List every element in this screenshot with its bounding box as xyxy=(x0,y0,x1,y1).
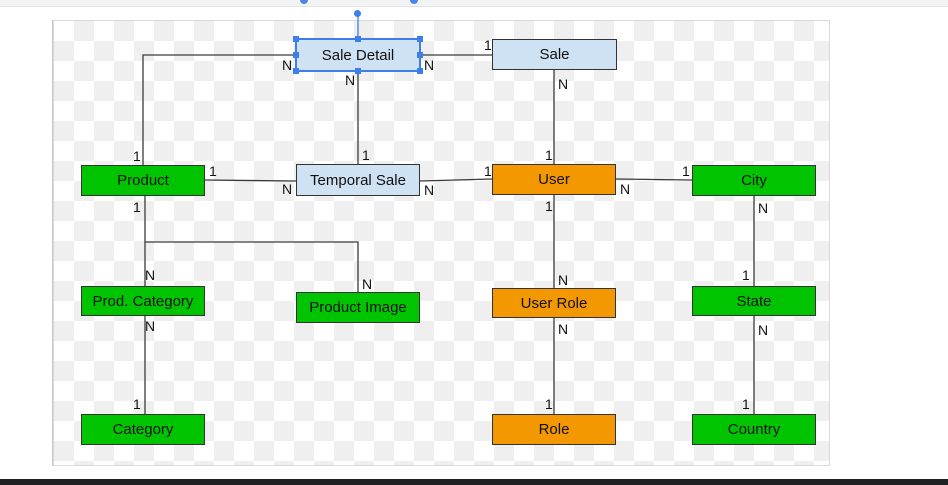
cardinality-label: N xyxy=(558,76,569,92)
entity-product-image[interactable]: Product Image xyxy=(296,292,420,323)
cardinality-label: N xyxy=(345,72,356,88)
entity-label: User Role xyxy=(520,294,588,312)
cardinality-label: N xyxy=(620,181,631,197)
resize-handle-se[interactable] xyxy=(417,68,423,74)
cardinality-label: N xyxy=(558,321,569,337)
vertical-ruler-edge xyxy=(52,20,53,466)
entity-label: Country xyxy=(727,421,781,438)
entity-label: Temporal Sale xyxy=(310,171,406,189)
cardinality-label: 1 xyxy=(133,148,141,164)
cardinality-label: N xyxy=(424,57,435,73)
cardinality-label: 1 xyxy=(484,163,492,179)
line-product-saledetail xyxy=(142,54,296,165)
entity-label: Product Image xyxy=(309,299,407,316)
drawing-canvas[interactable] xyxy=(53,20,830,466)
ruler-marker-icon[interactable] xyxy=(410,0,418,4)
entity-sale[interactable]: Sale xyxy=(492,39,617,70)
resize-handle-e[interactable] xyxy=(417,52,423,58)
entity-product[interactable]: Product xyxy=(81,165,205,196)
cardinality-label: N xyxy=(145,267,156,283)
cardinality-label: 1 xyxy=(545,396,553,412)
resize-handle-w[interactable] xyxy=(293,52,299,58)
cardinality-label: N xyxy=(145,318,156,334)
entity-state[interactable]: State xyxy=(692,286,816,316)
cardinality-label: N xyxy=(558,272,569,288)
entity-label: State xyxy=(736,292,772,310)
entity-label: Role xyxy=(538,421,570,438)
entity-label: City xyxy=(741,172,767,189)
line-product-productimage xyxy=(145,241,359,292)
entity-label: Category xyxy=(112,421,174,438)
bottom-taskbar-strip xyxy=(0,479,948,485)
cardinality-label: 1 xyxy=(209,163,217,179)
resize-handle-ne[interactable] xyxy=(417,36,423,42)
entity-label: Sale xyxy=(539,46,570,63)
resize-handle-n[interactable] xyxy=(355,36,361,42)
entity-country[interactable]: Country xyxy=(692,414,816,445)
cardinality-label: 1 xyxy=(133,199,141,215)
entity-user-role[interactable]: User Role xyxy=(492,288,616,318)
cardinality-label: N xyxy=(758,200,769,216)
cardinality-label: 1 xyxy=(484,37,492,53)
cardinality-label: 1 xyxy=(545,147,553,163)
entity-temporal-sale[interactable]: Temporal Sale xyxy=(296,164,420,196)
line-temporalsale-user xyxy=(419,178,493,182)
cardinality-label: 1 xyxy=(362,147,370,163)
cardinality-label: N xyxy=(362,276,373,292)
cardinality-label: N xyxy=(424,182,435,198)
cardinality-label: N xyxy=(282,181,293,197)
entity-role[interactable]: Role xyxy=(492,414,616,445)
line-product-temporalsale xyxy=(204,179,297,182)
entity-label: Prod. Category xyxy=(92,292,194,310)
resize-handle-nw[interactable] xyxy=(293,36,299,42)
entity-label: User xyxy=(538,171,570,188)
entity-city[interactable]: City xyxy=(692,165,816,196)
cardinality-label: 1 xyxy=(742,267,750,283)
top-toolbar-strip xyxy=(0,0,948,7)
entity-label: Product xyxy=(117,172,169,189)
cardinality-label: 1 xyxy=(133,396,141,412)
resize-handle-s[interactable] xyxy=(355,68,361,74)
line-user-city xyxy=(615,178,693,181)
cardinality-label: N xyxy=(758,322,769,338)
cardinality-label: 1 xyxy=(545,198,553,214)
cardinality-label: 1 xyxy=(682,163,690,179)
entity-sale-detail[interactable]: Sale Detail xyxy=(295,38,421,72)
entity-category[interactable]: Category xyxy=(81,414,205,445)
entity-user[interactable]: User xyxy=(492,164,616,195)
cardinality-label: 1 xyxy=(742,396,750,412)
resize-handle-sw[interactable] xyxy=(293,68,299,74)
entity-label: Sale Detail xyxy=(321,46,395,64)
rotate-handle-icon[interactable] xyxy=(354,10,361,17)
ruler-marker-icon[interactable] xyxy=(300,0,308,4)
cardinality-label: N xyxy=(282,57,293,73)
entity-prod-category[interactable]: Prod. Category xyxy=(81,286,205,316)
